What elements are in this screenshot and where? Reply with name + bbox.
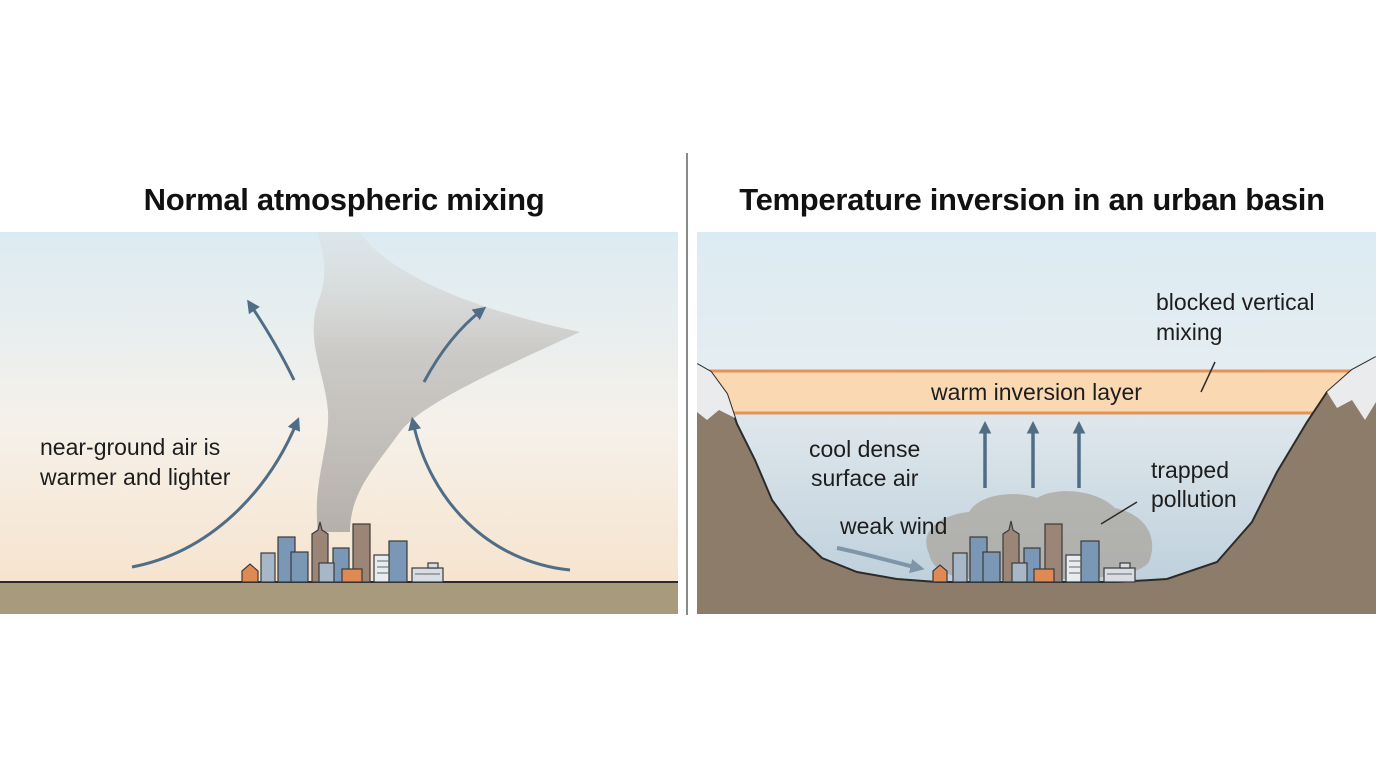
weak-wind-label: weak wind xyxy=(840,513,948,539)
left-panel-title: Normal atmospheric mixing xyxy=(143,182,545,217)
cool-air-label-line2: surface air xyxy=(811,465,919,491)
city-skyline xyxy=(932,520,1136,583)
snowcap-right xyxy=(1327,357,1376,420)
trapped-pollution-label-line1: trapped xyxy=(1151,457,1230,483)
blocked-mixing-leader xyxy=(1200,361,1216,393)
rising-air-arrow xyxy=(131,417,301,569)
blocked-mixing-label-line2: mixing xyxy=(1156,319,1223,345)
city-skyline xyxy=(241,521,444,583)
blocked-mixing-label-line1: blocked vertical xyxy=(1156,289,1315,315)
rising-air-arrow xyxy=(408,416,571,572)
snowcap-left xyxy=(697,364,735,420)
panel-divider xyxy=(686,153,688,615)
right-panel-title: Temperature inversion in an urban basin xyxy=(739,182,1325,217)
near-ground-air-label-line1: near-ground air is xyxy=(40,434,221,460)
smoke-plume xyxy=(313,232,580,532)
normal-mixing-illustration xyxy=(0,232,678,614)
rising-air-arrow xyxy=(422,306,487,383)
inversion-layer-label: warm inversion layer xyxy=(931,379,1142,405)
trapped-pollution-leader xyxy=(1100,501,1138,525)
trapped-pollution-label-line2: pollution xyxy=(1151,486,1237,512)
ground xyxy=(0,582,678,614)
inversion-illustration xyxy=(697,232,1376,614)
inversion-diagram: blocked vertical mixing warm inversion l… xyxy=(697,232,1376,614)
weak-wind-arrow xyxy=(836,546,925,574)
normal-mixing-diagram: near-ground air is warmer and lighter xyxy=(0,232,678,614)
warm-inversion-layer xyxy=(697,370,1376,414)
basin-wall-left xyxy=(697,357,1376,614)
cool-air-label-line1: cool dense xyxy=(809,436,921,462)
rising-air-arrow xyxy=(247,299,296,381)
near-ground-air-label-line2: warmer and lighter xyxy=(40,464,231,490)
